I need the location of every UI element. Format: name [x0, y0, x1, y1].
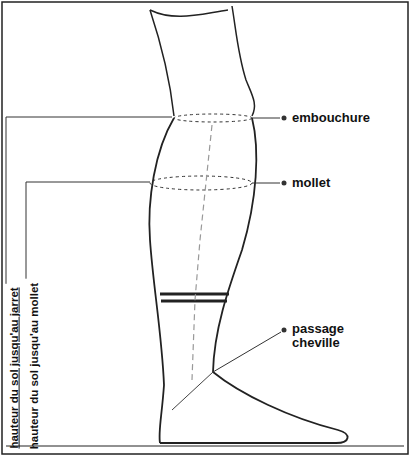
dimension-label: hauteur du sol jusqu'au jarret	[7, 288, 21, 449]
dimension-line	[26, 182, 150, 183]
dimension-label: hauteur du sol jusqu'au mollet	[27, 283, 41, 449]
dimension-line	[6, 117, 172, 118]
leader-line	[252, 118, 280, 119]
dimension-line	[6, 117, 7, 284]
part-label: mollet	[292, 176, 330, 190]
knee-outline	[232, 6, 254, 116]
leg-front-foot	[160, 118, 348, 443]
opening-circumference	[174, 114, 252, 122]
thigh-back	[150, 10, 174, 116]
ankle-line	[172, 372, 213, 410]
leader-line	[213, 332, 281, 372]
leg-axis	[192, 125, 212, 380]
leg-back	[149, 118, 174, 443]
sock-stripe	[160, 293, 229, 296]
part-label: embouchure	[292, 111, 370, 125]
frame	[2, 2, 408, 454]
ground-line	[6, 446, 404, 447]
leader-dot	[282, 181, 287, 186]
part-label: passage cheville	[292, 322, 354, 350]
thigh-outline	[150, 10, 228, 16]
calf-circumference	[150, 176, 252, 190]
dimension-line	[26, 182, 27, 279]
leader-dot	[282, 116, 287, 121]
leader-line	[252, 183, 280, 184]
leader-dot	[282, 328, 287, 333]
sock-stripe	[161, 300, 227, 303]
